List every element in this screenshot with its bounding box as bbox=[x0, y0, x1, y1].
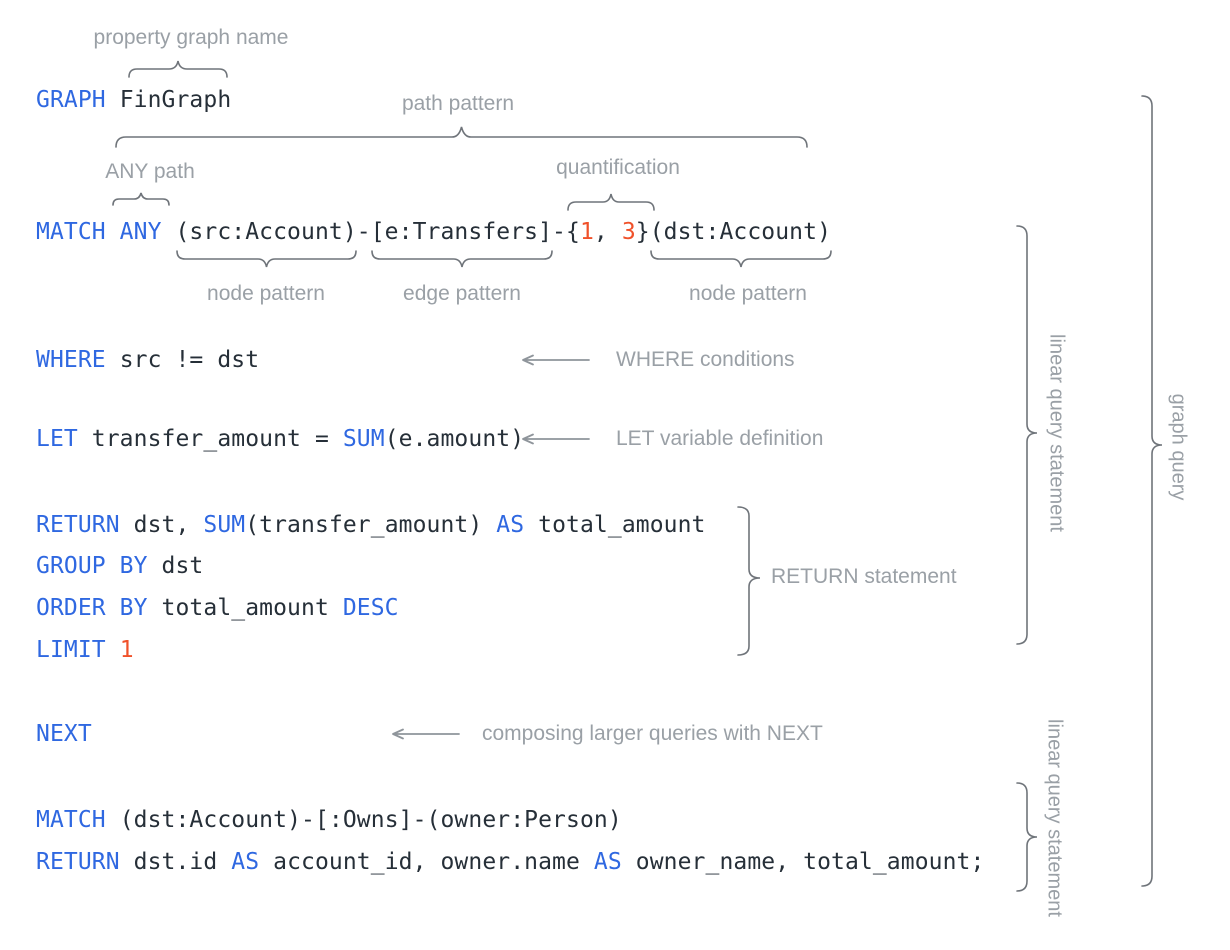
label-property-graph-name: property graph name bbox=[93, 26, 289, 49]
code-token bbox=[106, 637, 120, 663]
code-token: owner_name, total_amount; bbox=[621, 849, 985, 875]
code-line-graph: GRAPH FinGraph bbox=[36, 84, 231, 116]
keyword-where: WHERE bbox=[36, 347, 106, 373]
code-token: dst bbox=[147, 553, 204, 579]
keyword-sum: SUM bbox=[342, 426, 385, 452]
brace-path-pattern bbox=[115, 126, 808, 148]
limit-value: 1 bbox=[119, 637, 134, 663]
code-token: (src:Account)-[e:Transfers]-{ bbox=[161, 219, 580, 245]
code-line-let: LET transfer_amount = SUM(e.amount) bbox=[36, 423, 524, 455]
label-edge-pattern: edge pattern bbox=[403, 282, 521, 305]
label-where-conditions: WHERE conditions bbox=[616, 348, 795, 371]
brace-property-graph-name bbox=[128, 60, 228, 78]
keyword-return: RETURN bbox=[36, 849, 120, 875]
code-line-group-by: GROUP BY dst bbox=[36, 550, 203, 582]
code-token: (transfer_amount) bbox=[245, 512, 497, 538]
keyword-next: NEXT bbox=[36, 721, 92, 747]
code-token: , bbox=[593, 219, 622, 245]
label-graph-query: graph query bbox=[1167, 393, 1190, 501]
code-line-where: WHERE src != dst bbox=[36, 344, 259, 376]
code-line-limit: LIMIT 1 bbox=[36, 634, 134, 666]
label-quantification: quantification bbox=[556, 156, 680, 179]
keyword-sum: SUM bbox=[203, 512, 246, 538]
code-token: (dst:Account)-[:Owns]-(owner:Person) bbox=[105, 807, 622, 833]
label-linear-query-statement-2: linear query statement bbox=[1043, 719, 1066, 917]
code-token: (e.amount) bbox=[384, 426, 525, 452]
keyword-group-by: GROUP BY bbox=[36, 553, 148, 579]
code-token: transfer_amount = bbox=[77, 426, 343, 452]
code-token: dst.id bbox=[119, 849, 232, 875]
code-token: FinGraph bbox=[105, 87, 232, 113]
keyword-match-any: MATCH ANY bbox=[36, 219, 162, 245]
code-token: }(dst:Account) bbox=[635, 219, 832, 245]
keyword-match: MATCH bbox=[36, 807, 106, 833]
code-line-return-1: RETURN dst, SUM(transfer_amount) AS tota… bbox=[36, 509, 706, 541]
code-token: dst, bbox=[119, 512, 204, 538]
label-any-path: ANY path bbox=[105, 160, 195, 183]
quantifier-lower-bound: 1 bbox=[579, 219, 594, 245]
code-token: account_id, owner.name bbox=[259, 849, 594, 875]
quantifier-upper-bound: 3 bbox=[621, 219, 636, 245]
keyword-graph: GRAPH bbox=[36, 87, 106, 113]
brace-linear-query-statement-2 bbox=[1016, 782, 1038, 892]
label-node-pattern-2: node pattern bbox=[689, 282, 807, 305]
code-line-return-2: RETURN dst.id AS account_id, owner.name … bbox=[36, 846, 984, 878]
label-let-variable-definition: LET variable definition bbox=[616, 427, 824, 450]
code-token: total_amount bbox=[147, 595, 343, 621]
brace-return-statement bbox=[737, 506, 761, 656]
code-token: total_amount bbox=[524, 512, 706, 538]
arrow-next-note bbox=[385, 727, 465, 741]
keyword-desc: DESC bbox=[342, 595, 399, 621]
keyword-limit: LIMIT bbox=[36, 637, 106, 663]
keyword-let: LET bbox=[36, 426, 78, 452]
code-token: src != dst bbox=[105, 347, 260, 373]
brace-linear-query-statement-1 bbox=[1016, 225, 1038, 645]
brace-quantification bbox=[567, 193, 655, 211]
keyword-as: AS bbox=[496, 512, 525, 538]
brace-node-pattern-2 bbox=[650, 250, 832, 268]
label-return-statement: RETURN statement bbox=[771, 565, 957, 588]
code-line-order-by: ORDER BY total_amount DESC bbox=[36, 592, 399, 624]
code-line-match-2: MATCH (dst:Account)-[:Owns]-(owner:Perso… bbox=[36, 804, 622, 836]
arrow-where-conditions bbox=[515, 353, 595, 367]
code-line-next: NEXT bbox=[36, 718, 92, 750]
label-linear-query-statement-1: linear query statement bbox=[1045, 334, 1068, 532]
keyword-as: AS bbox=[231, 849, 260, 875]
label-path-pattern: path pattern bbox=[401, 92, 515, 115]
brace-graph-query bbox=[1141, 95, 1163, 887]
code-line-match-1: MATCH ANY (src:Account)-[e:Transfers]-{1… bbox=[36, 216, 831, 248]
keyword-return: RETURN bbox=[36, 512, 120, 538]
keyword-as: AS bbox=[593, 849, 622, 875]
label-node-pattern-1: node pattern bbox=[207, 282, 325, 305]
brace-edge-pattern bbox=[371, 250, 553, 268]
brace-node-pattern-1 bbox=[176, 250, 357, 268]
keyword-order-by: ORDER BY bbox=[36, 595, 148, 621]
arrow-let-definition bbox=[515, 432, 595, 446]
label-composing-with-next: composing larger queries with NEXT bbox=[482, 722, 823, 745]
brace-any-path bbox=[112, 192, 170, 206]
